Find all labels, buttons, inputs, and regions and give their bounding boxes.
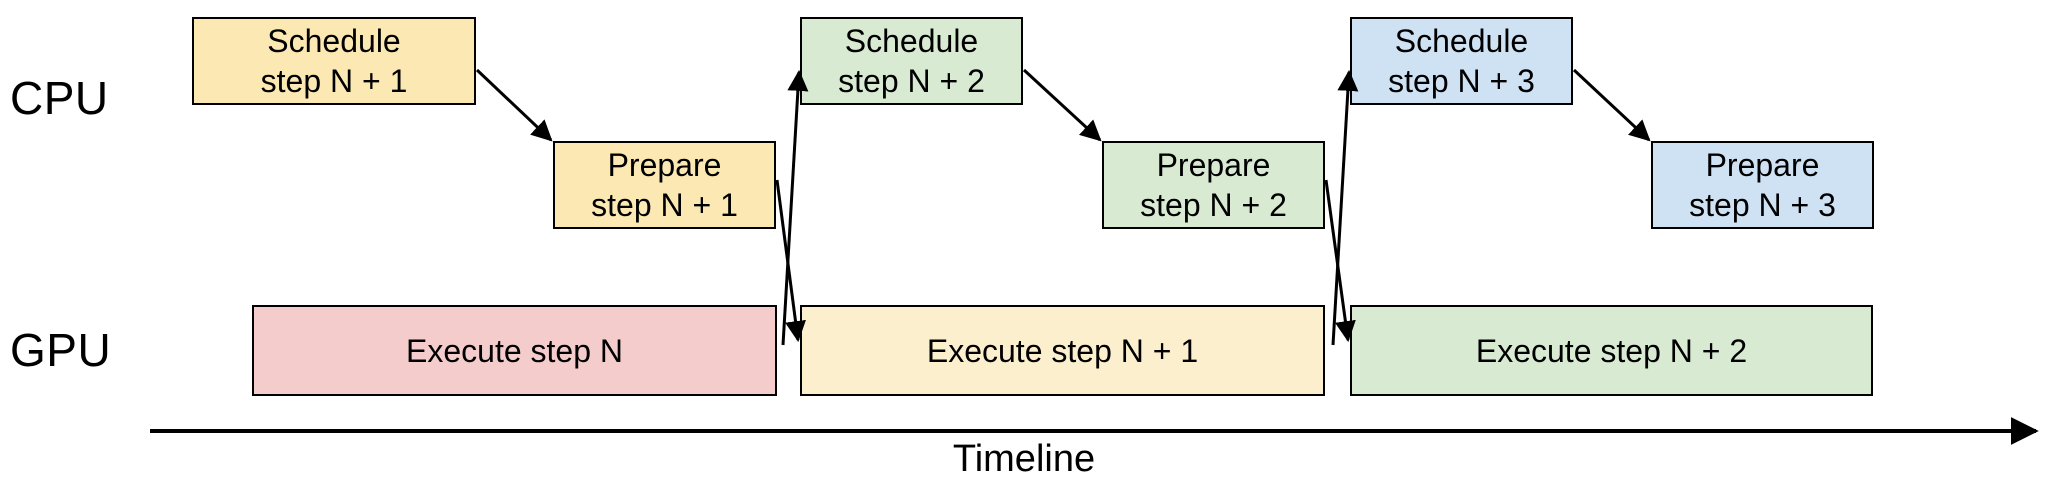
task-line-1: Schedule (1394, 23, 1529, 59)
arrow-schedule-n1-to-prepare-n1 (475, 68, 553, 142)
task-line-2: step N + 3 (1689, 187, 1836, 223)
gpu-task-execute-step-n[interactable]: Execute step N (252, 305, 777, 396)
task-line-2: step N + 2 (838, 63, 985, 99)
cpu-task-schedule-step-n-plus-2[interactable]: Schedule step N + 2 (800, 17, 1023, 105)
task-line-1: Prepare (1705, 147, 1820, 183)
task-line-1: Prepare (607, 147, 722, 183)
row-label-gpu: GPU (10, 324, 112, 376)
arrow-prepare-n1-to-execute-n1 (775, 179, 806, 343)
cpu-task-prepare-step-n-plus-1[interactable]: Prepare step N + 1 (553, 141, 776, 229)
timeline-axis-label: Timeline (952, 438, 1096, 480)
gpu-task-execute-step-n-plus-1[interactable]: Execute step N + 1 (800, 305, 1325, 396)
task-line-1: Schedule (267, 23, 401, 59)
task-line-1: Prepare (1156, 147, 1271, 183)
arrow-execute-n1-to-schedule-n3 (1331, 69, 1359, 346)
cpu-task-prepare-step-n-plus-2[interactable]: Prepare step N + 2 (1102, 141, 1325, 229)
task-line-2: step N + 2 (1140, 187, 1287, 223)
arrow-prepare-n2-to-execute-n2 (1324, 179, 1356, 343)
cpu-task-prepare-step-n-plus-3[interactable]: Prepare step N + 3 (1651, 141, 1874, 229)
gpu-task-label: Execute step N (406, 332, 623, 369)
task-line-2: step N + 3 (1388, 63, 1535, 99)
task-line-1: Schedule (844, 23, 979, 59)
task-line-2: step N + 1 (260, 63, 408, 99)
cpu-task-schedule-step-n-plus-1[interactable]: Schedule step N + 1 (192, 17, 476, 105)
gpu-task-label: Execute step N + 1 (926, 332, 1199, 369)
task-line-2: step N + 1 (591, 187, 738, 223)
gpu-task-execute-step-n-plus-2[interactable]: Execute step N + 2 (1350, 305, 1873, 396)
arrow-schedule-n3-to-prepare-n3 (1572, 68, 1651, 142)
arrow-schedule-n2-to-prepare-n2 (1022, 68, 1102, 142)
arrow-execute-n-to-schedule-n2 (781, 69, 809, 346)
cpu-task-schedule-step-n-plus-3[interactable]: Schedule step N + 3 (1350, 17, 1573, 105)
row-label-cpu: CPU (10, 72, 109, 124)
gpu-task-label: Execute step N + 2 (1475, 332, 1748, 369)
